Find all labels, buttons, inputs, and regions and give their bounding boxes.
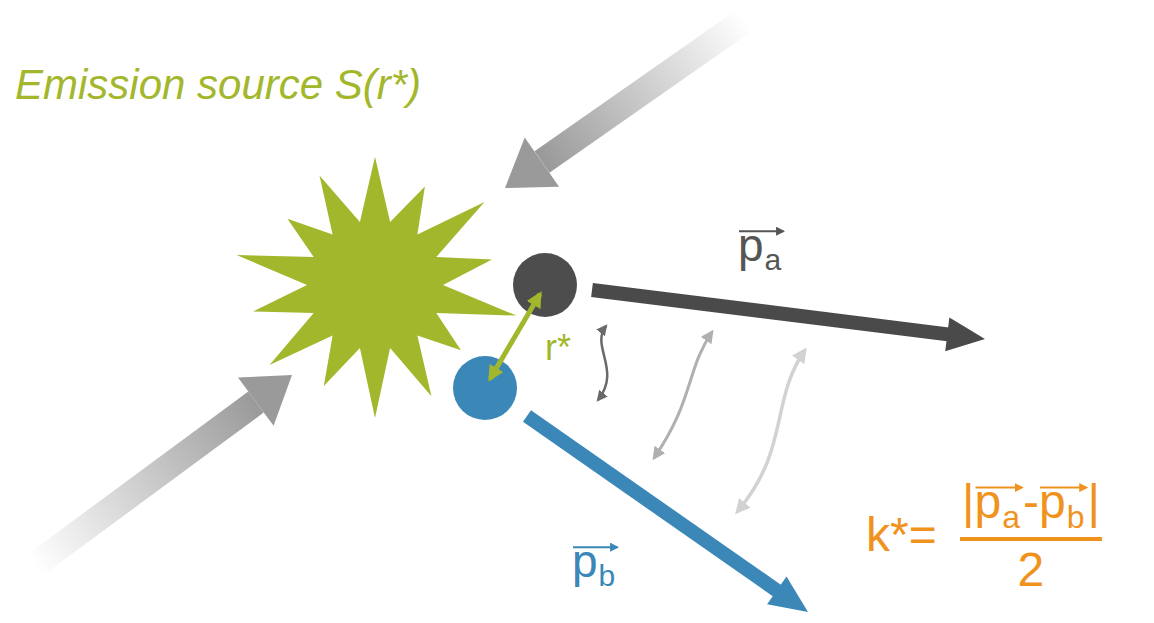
- formula-denominator: 2: [1018, 546, 1045, 594]
- interaction-arrow: [598, 326, 607, 400]
- momentum-subscript: a: [765, 245, 782, 275]
- formula-subscript: a: [1002, 501, 1020, 533]
- momentum-arrowhead: [767, 576, 808, 612]
- incoming-beam: [542, 20, 745, 162]
- formula-text: k*=: [866, 511, 937, 559]
- beam-arrowhead: [238, 375, 292, 426]
- interaction-arrow: [654, 332, 712, 458]
- momentum-label: p: [738, 222, 764, 268]
- particle-a: [513, 253, 577, 317]
- momentum-arrowhead: [945, 317, 985, 351]
- distance-label: r*: [545, 330, 571, 366]
- distance-arrow: [490, 294, 540, 379]
- formula-subscript: b: [1067, 501, 1085, 533]
- beam-arrowhead: [505, 138, 559, 188]
- formula-text: |: [1087, 478, 1099, 526]
- momentum-label: p: [572, 538, 598, 584]
- source-label: Emission source S(r*): [15, 64, 421, 106]
- interaction-arrow: [737, 350, 805, 512]
- fraction-bar: [960, 537, 1102, 541]
- momentum-arrow: [527, 416, 779, 592]
- momentum-arrow: [592, 290, 950, 335]
- momentum-subscript: b: [599, 561, 616, 591]
- incoming-beam: [35, 402, 256, 565]
- formula-text: -p: [1023, 478, 1066, 526]
- particle-b: [453, 356, 517, 420]
- formula-text: |p: [962, 478, 1001, 526]
